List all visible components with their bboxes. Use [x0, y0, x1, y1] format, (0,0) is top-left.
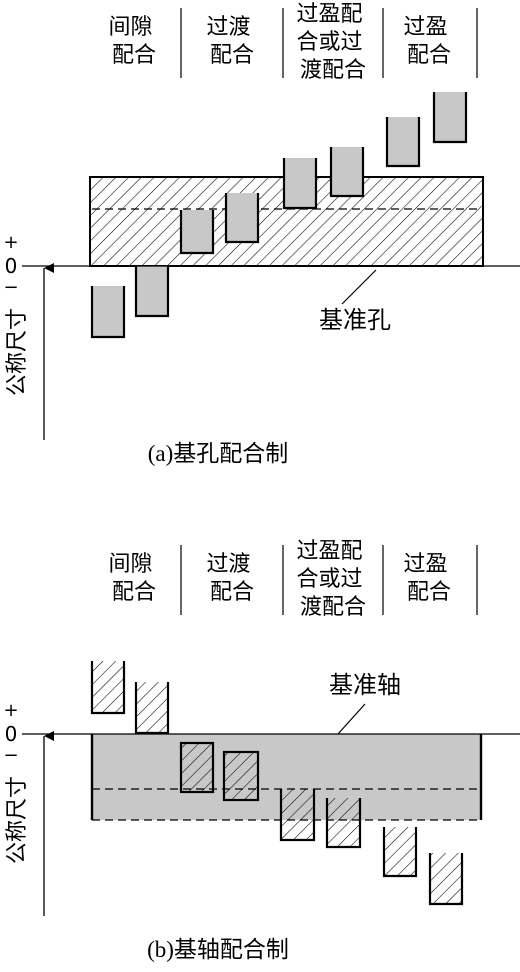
zero-label: 0: [5, 722, 18, 746]
panel-b: 间隙 配合 过渡 配合 过盈配 合或过 渡配合 过盈 配合: [3, 539, 520, 962]
nominal-size-label: 公称尺寸: [5, 776, 30, 864]
category-clearance-fit: 间隙 配合: [108, 552, 159, 605]
shaft-zone: [224, 193, 260, 244]
panel-a: 间隙 配合 过渡 配合 过盈配 合或过 渡配合 过盈 配合: [3, 2, 520, 466]
category-interference-or-transition-fit: 过盈配 合或过 渡配合: [296, 2, 369, 83]
caption-b: (b)基轴配合制: [147, 937, 289, 962]
shaft-zone: [134, 266, 170, 318]
base-shaft-leader: [337, 703, 366, 735]
category-transition-fit: 过渡 配合: [206, 15, 257, 68]
category-interference-or-transition-fit: 过盈配 合或过 渡配合: [296, 539, 369, 620]
shaft-zone: [282, 158, 318, 210]
base-hole-leader: [341, 269, 377, 305]
category-interference-fit: 过盈 配合: [403, 15, 454, 68]
shaft-zone: [432, 92, 468, 144]
zero-label: 0: [5, 254, 18, 278]
base-shaft-outline: [90, 734, 483, 820]
category-interference-fit: 过盈 配合: [403, 552, 454, 605]
hole-zone: [179, 741, 215, 794]
category-clearance-fit: 间隙 配合: [108, 15, 159, 68]
category-transition-fit: 过渡 配合: [206, 552, 257, 605]
base-hole-label: 基准孔: [319, 306, 391, 334]
shaft-zone: [90, 286, 126, 339]
hole-zone: [279, 789, 316, 842]
minus-sign: −: [3, 277, 18, 298]
minus-sign: −: [3, 745, 18, 766]
shaft-zone: [329, 147, 365, 198]
shaft-zone: [385, 117, 421, 168]
shaft-zones: [90, 92, 468, 339]
hole-zone: [90, 661, 126, 715]
shaft-zone: [179, 210, 215, 255]
plus-sign: +: [3, 700, 18, 721]
base-shaft-label: 基准轴: [329, 671, 401, 699]
hole-zone: [325, 798, 362, 849]
plus-sign: +: [3, 232, 18, 253]
hole-zone: [428, 853, 464, 906]
hole-zones: [90, 661, 464, 906]
hole-zone: [134, 682, 170, 735]
hole-zone: [222, 750, 260, 802]
hole-zone: [382, 827, 418, 878]
caption-a: (a)基孔配合制: [148, 441, 289, 466]
nominal-size-label: 公称尺寸: [5, 308, 30, 396]
